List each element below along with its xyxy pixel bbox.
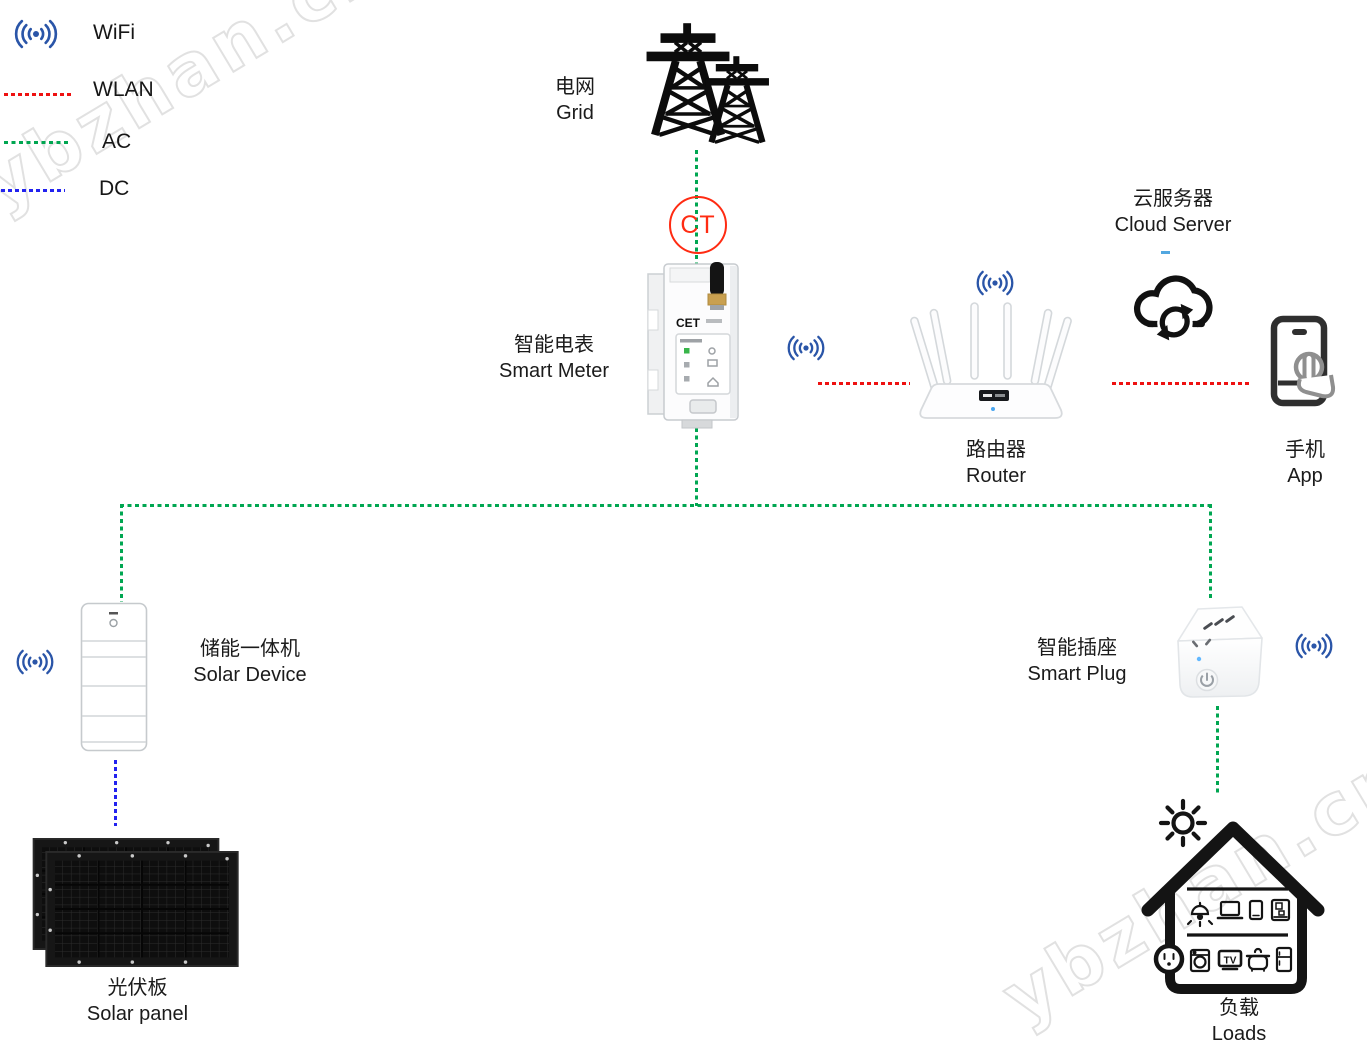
washing-machine-icon — [1189, 948, 1211, 973]
house-walls — [1165, 887, 1307, 994]
ac-line-bus-to-smart-plug — [1209, 504, 1212, 600]
smart-meter-icon: CET — [647, 262, 739, 429]
house-roof — [1141, 821, 1325, 917]
phone-app-label-zh: 手机 — [1285, 439, 1325, 461]
solar-panel-label-zh: 光伏板 — [107, 977, 168, 999]
rice-cooker-icon — [1245, 947, 1271, 972]
solar-panel-label-en: Solar panel — [86, 1003, 189, 1025]
wifi-icon — [786, 332, 826, 364]
meter-button — [689, 399, 717, 414]
phone-app-icon — [1270, 315, 1336, 407]
router-badge — [979, 390, 1009, 401]
router-led — [991, 407, 995, 411]
meter-antenna — [707, 262, 727, 310]
solar-device-label-en: Solar Device — [193, 664, 307, 686]
solar-device-label: 储能一体机 Solar Device — [155, 636, 345, 688]
legend-dc-label: DC — [99, 177, 130, 200]
smart-plug-icon — [1177, 606, 1263, 698]
grid-label-en: Grid — [556, 102, 594, 124]
wlan-line-meter-to-router — [818, 382, 910, 385]
legend-wlan-label: WLAN — [93, 78, 154, 101]
ac-line-plug-to-loads — [1216, 706, 1219, 794]
ac-line-bus-to-solar-device — [120, 504, 123, 602]
router-label-zh: 路由器 — [966, 439, 1026, 461]
cloud-server-label-zh: 云服务器 — [1133, 188, 1213, 210]
wall-socket-icon — [1153, 943, 1185, 975]
smart-meter-label-en: Smart Meter — [498, 360, 610, 382]
wifi-icon — [13, 15, 59, 53]
phone-app-label-en: App — [1287, 465, 1323, 487]
sync-arrows — [1159, 306, 1190, 338]
dc-line-device-to-panel — [114, 760, 117, 826]
blue-mark — [1161, 251, 1170, 254]
coffee-machine-icon — [1270, 898, 1291, 922]
wlan-line-router-to-cloud — [1112, 382, 1252, 385]
router-label: 路由器 Router — [916, 437, 1076, 489]
loads-label-zh: 负载 — [1219, 997, 1259, 1019]
meter-brand-logo: CET — [676, 316, 701, 330]
phone-app-label: 手机 App — [1250, 437, 1360, 489]
lamp-icon — [1186, 901, 1214, 928]
grid-label-zh: 电网 — [555, 76, 595, 98]
smart-plug-label: 智能插座 Smart Plug — [982, 635, 1172, 687]
solar-device-icon — [80, 602, 148, 752]
router-icon — [910, 302, 1072, 419]
smart-plug-label-zh: 智能插座 — [1037, 637, 1117, 659]
grid-label: 电网 Grid — [495, 74, 655, 126]
router-label-en: Router — [965, 465, 1027, 487]
wlan-legend-line — [4, 93, 73, 96]
loads-label-en: Loads — [1211, 1023, 1267, 1045]
cloud-sync-icon — [1133, 275, 1213, 341]
plug-power-button — [1195, 668, 1219, 692]
ct-sensor-badge: CT — [669, 196, 727, 254]
plug-pin-slots — [1192, 615, 1235, 648]
plug-led — [1196, 656, 1202, 662]
ac-legend-line — [4, 141, 68, 144]
loads-label: 负载 Loads — [1159, 995, 1319, 1047]
loads-house-icon: TV — [1141, 821, 1325, 994]
ac-line-meter-to-bus — [695, 428, 698, 506]
wifi-icon — [975, 267, 1015, 299]
solar-panel-icon — [32, 838, 239, 967]
tv-icon — [1217, 949, 1243, 971]
solar-device-label-zh: 储能一体机 — [200, 638, 300, 660]
meter-led-indicators — [684, 347, 719, 387]
tv-text: TV — [1224, 956, 1237, 967]
dc-legend-line — [1, 189, 65, 192]
smart-plug-label-en: Smart Plug — [1027, 663, 1127, 685]
ac-bus-line — [120, 504, 1212, 507]
grid-tower-icon — [700, 48, 774, 152]
cloud-server-label-en: Cloud Server — [1114, 214, 1232, 236]
solar-panel-label: 光伏板 Solar panel — [40, 975, 235, 1027]
smart-meter-label-zh: 智能电表 — [514, 334, 594, 356]
router-antennas — [910, 302, 1072, 392]
sun-icon — [1158, 798, 1208, 848]
smart-meter-label: 智能电表 Smart Meter — [464, 332, 644, 384]
legend-ac-label: AC — [102, 130, 132, 153]
laptop-icon — [1216, 900, 1244, 920]
watermark-text: ybzhan.cn — [0, 0, 403, 227]
cloud-server-label: 云服务器 Cloud Server — [1078, 186, 1268, 238]
legend-wifi-label: WiFi — [93, 21, 135, 44]
wifi-icon — [15, 646, 55, 678]
phone-icon — [1248, 899, 1264, 921]
touch-gesture-icon — [1293, 351, 1336, 399]
wifi-icon — [1294, 630, 1334, 662]
fridge-icon — [1275, 946, 1293, 973]
